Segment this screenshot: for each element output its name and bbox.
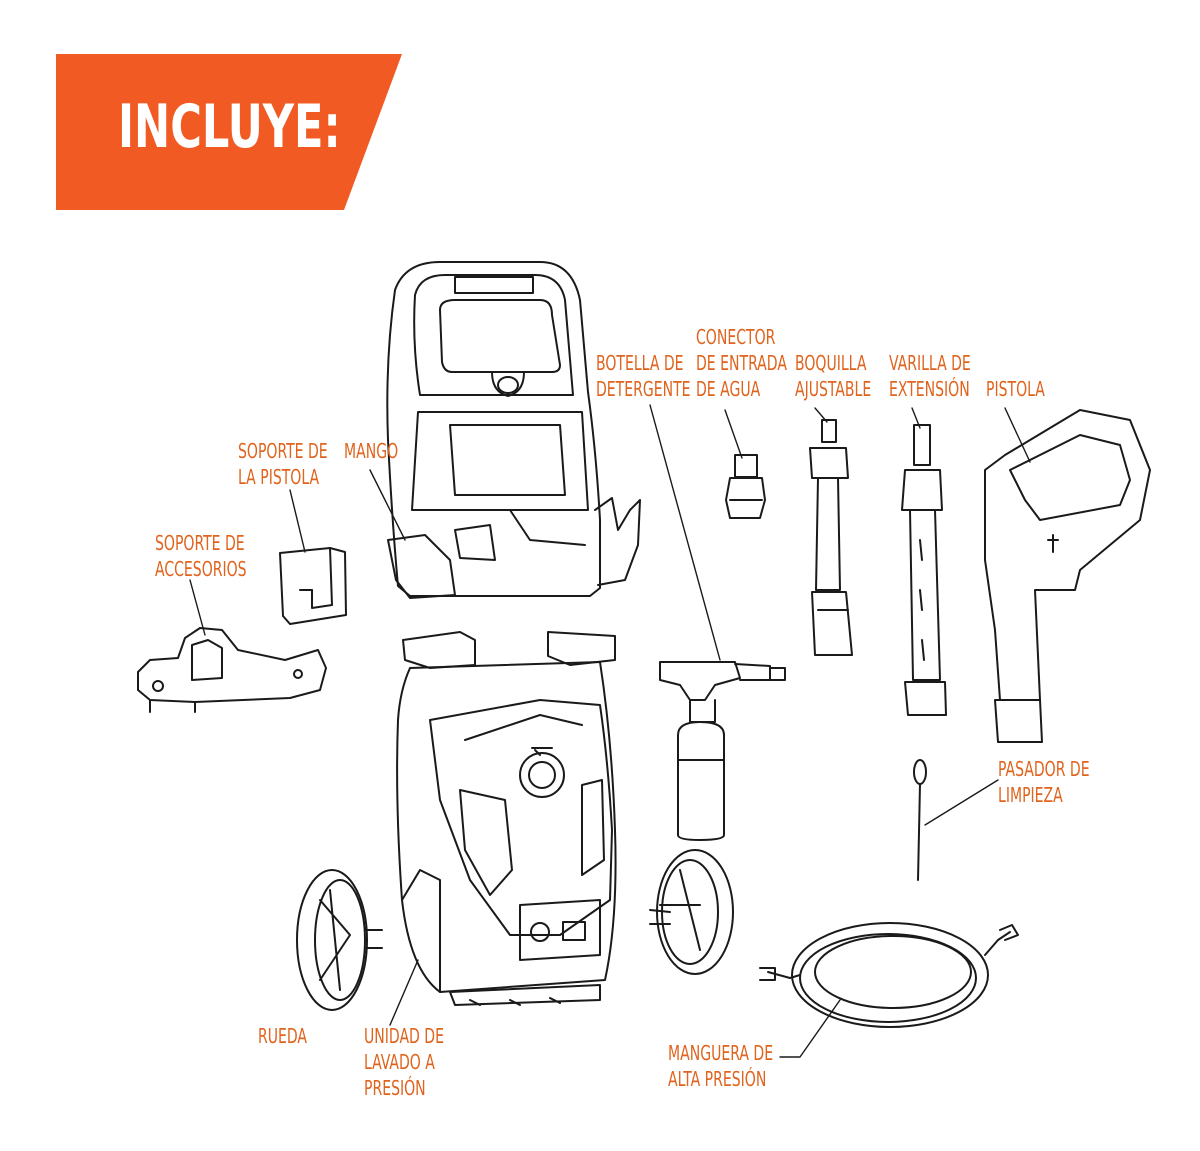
hose-part <box>760 923 1018 1027</box>
pressure-washer-unit-part <box>397 632 615 1005</box>
wheel-left-part <box>297 870 382 1010</box>
label-spray-gun: PISTOLA <box>986 377 1045 401</box>
detergent-bottle-part <box>660 662 785 840</box>
label-handle: MANGO <box>344 439 399 463</box>
spray-gun-part <box>985 410 1150 742</box>
wheel-right-part <box>650 850 733 974</box>
label-wheel: RUEDA <box>258 1024 308 1048</box>
banner-shape <box>56 54 402 210</box>
accessory-holder-part <box>138 628 326 712</box>
gun-holder-part <box>280 548 346 624</box>
handle-part <box>387 262 640 598</box>
cleaning-pin-part <box>914 760 926 880</box>
banner-title: INCLUYE: <box>118 92 341 162</box>
leader-lines <box>190 405 1030 1057</box>
water-inlet-part <box>726 455 765 518</box>
extension-wand-part <box>902 425 946 715</box>
adjustable-nozzle-part <box>810 420 852 655</box>
